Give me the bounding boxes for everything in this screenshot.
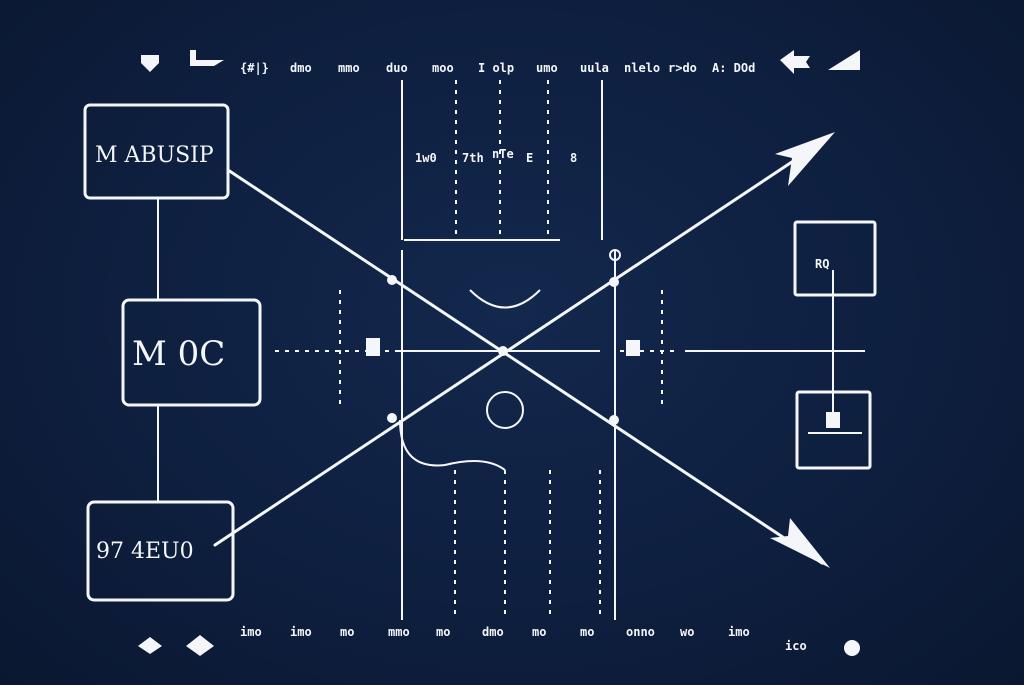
marker — [826, 412, 840, 428]
node-box-right-top-label: RQ — [815, 257, 829, 271]
node-box-top-left-label: M ABUSIP — [95, 143, 214, 168]
node-box-bottom-left[interactable] — [86, 500, 235, 602]
node-box-right-bottom[interactable] — [795, 390, 872, 470]
top-label: A: DOd — [712, 61, 755, 75]
bottom-label: mo — [580, 625, 594, 639]
bottom-label: dmo — [482, 625, 504, 639]
node — [387, 413, 397, 423]
bottom-label: mo — [340, 625, 354, 639]
node-box-middle-left-label: M 0C — [132, 334, 225, 374]
diagonal-arrow-up — [213, 136, 830, 547]
bottom-label: mo — [532, 625, 546, 639]
marker — [626, 340, 640, 356]
center-label: nTe — [492, 147, 514, 161]
bottom-label: imo — [290, 625, 312, 639]
diagonal-arrow-down — [226, 168, 824, 565]
circle-icon — [844, 640, 860, 656]
center-label: 7th — [462, 151, 484, 165]
diamond-icon — [186, 635, 214, 656]
arrowhead-up-icon — [775, 132, 835, 186]
bottom-label: ico — [785, 639, 807, 653]
bottom-label: imo — [728, 625, 750, 639]
top-label: mmo — [338, 61, 360, 75]
triangle-icon — [828, 50, 860, 70]
top-label: moo — [432, 61, 454, 75]
arrow-left-icon — [780, 50, 810, 74]
bottom-label: mmo — [388, 625, 410, 639]
top-label: duo — [386, 61, 408, 75]
center-label: 8 — [570, 151, 577, 165]
top-label-row: {#|} dmo mmo duo moo I olp umo uula nlel… — [240, 61, 755, 75]
top-label: nlelo — [624, 61, 660, 75]
center-label-row: 1w0 7th nTe E 8 — [415, 147, 577, 165]
bottom-label: wo — [680, 625, 694, 639]
marker — [366, 338, 380, 356]
bottom-label: mo — [436, 625, 450, 639]
node-box-right-top[interactable] — [793, 220, 877, 297]
top-label: r>do — [668, 61, 697, 75]
node — [609, 415, 619, 425]
flag-icon — [190, 50, 224, 66]
top-label: dmo — [290, 61, 312, 75]
node — [609, 277, 619, 287]
diamond-icon — [138, 637, 162, 654]
node-box-bottom-left-label: 97 4EU0 — [96, 539, 194, 564]
node-box-top-left[interactable] — [83, 103, 230, 200]
node-box-middle-left[interactable] — [121, 298, 262, 407]
bottom-label-row: imo imo mo mmo mo dmo mo mo onno wo imo … — [240, 625, 807, 653]
center-label: 1w0 — [415, 151, 437, 165]
heart-icon — [141, 55, 159, 72]
top-label: umo — [536, 61, 558, 75]
bottom-label: imo — [240, 625, 262, 639]
intersection-node — [498, 346, 508, 356]
arrowhead-down-icon — [770, 518, 830, 568]
top-label: uula — [580, 61, 609, 75]
node — [387, 275, 397, 285]
top-label: I olp — [478, 61, 514, 75]
center-label: E — [526, 151, 533, 165]
bottom-label: onno — [626, 625, 655, 639]
top-label: {#|} — [240, 61, 269, 75]
